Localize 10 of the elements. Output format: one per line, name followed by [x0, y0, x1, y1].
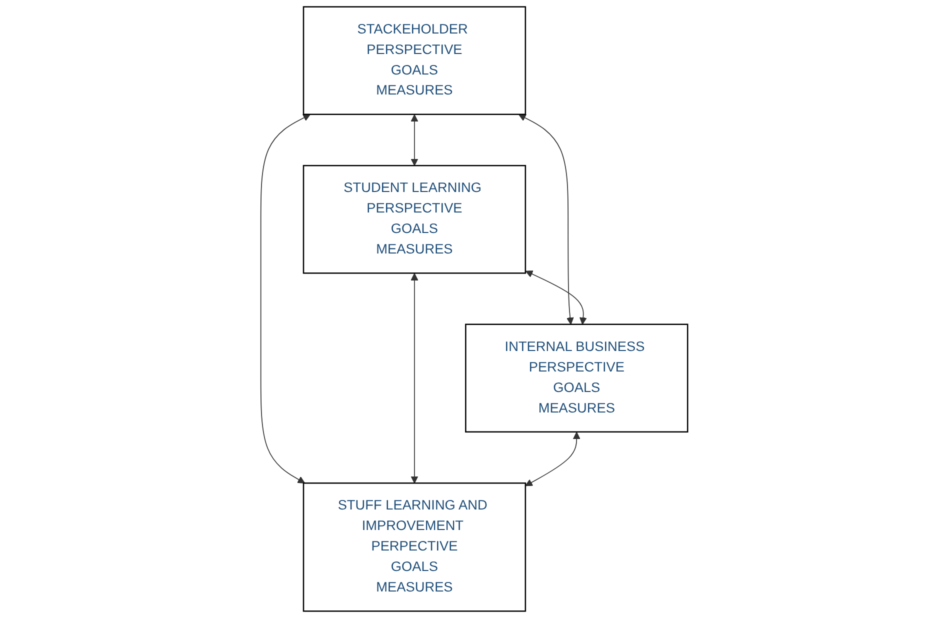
- arrow: [518, 114, 574, 325]
- arrow: [260, 114, 311, 484]
- node-box: INTERNAL BUSINESS PERSPECTIVE GOALS MEASURES: [465, 324, 689, 433]
- arrow: [411, 114, 418, 166]
- node-box: STACKEHOLDER PERSPECTIVE GOALS MEASURES: [303, 6, 526, 116]
- node-box: STUDENT LEARNING PERSPECTIVE GOALS MEASURES: [303, 164, 526, 274]
- arrow: [525, 432, 581, 486]
- arrow: [411, 273, 418, 484]
- node-box: STUFF LEARNING AND IMPROVEMENT PERPECTIVE GOALS MEASURES: [303, 482, 526, 612]
- arrow: [526, 270, 588, 325]
